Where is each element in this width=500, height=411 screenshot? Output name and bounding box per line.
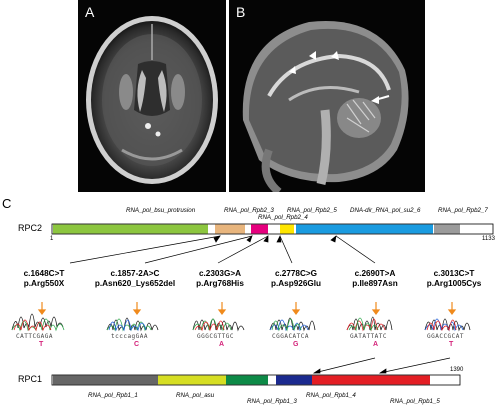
- mutation-5-protein: p.Ile897Asn: [352, 279, 398, 288]
- mutation-5-cdna: c.2690T>A: [354, 269, 396, 278]
- mutation-3-protein: p.Arg768His: [196, 279, 244, 288]
- mutation-arrows: [37, 302, 457, 315]
- panel-b-label: B: [236, 4, 246, 20]
- mutation-4-sequence: CGGACATCA: [272, 333, 310, 340]
- rpc1-domain-5: [312, 375, 430, 385]
- mutation-1-sequence: CATTCGAGA: [16, 333, 54, 340]
- rpc2-domain-label-6: RNA_pol_Rpb2_7: [438, 207, 488, 214]
- rpc1-domain-3: [226, 375, 268, 385]
- rpc2-end: 1133: [482, 236, 495, 242]
- rpc2-domain-label-5: DNA-dir_RNA_pol_su2_6: [350, 207, 421, 214]
- mri-axial-drawing: [86, 16, 218, 184]
- mri-sagittal-drawing: [242, 21, 409, 192]
- mutation-3-base: A: [219, 341, 225, 348]
- rpc2-bar: [51, 223, 494, 235]
- mutation-2-sequence: tcccagGAA: [111, 333, 149, 340]
- rpc1-domain-1: [53, 375, 158, 385]
- mutation-4-cdna: c.2778C>G: [274, 269, 318, 278]
- rpc1-domain-label-2: RNA_pol_asu: [176, 392, 215, 399]
- mutation-5-label: c.2690T>A p.Ile897Asn: [342, 269, 408, 289]
- rpc2-domain-6: [434, 224, 460, 234]
- rpc2-domain-1: [53, 224, 208, 234]
- mutation-3-cdna: c.2303G>A: [198, 269, 242, 278]
- rpc1-domain-label-5: RNA_pol_Rpb1_5: [390, 398, 440, 405]
- mutation-1-base: T: [39, 341, 44, 348]
- mutation-1-label: c.1648C>T p.Arg550X: [14, 269, 74, 289]
- mutation-5-sequence: GATATTATC: [350, 333, 388, 340]
- mutation-2-protein: p.Asn620_Lys652del: [94, 279, 176, 288]
- mutation-1-cdna: c.1648C>T: [23, 269, 65, 278]
- mutation-connectors: [69, 234, 451, 374]
- mutation-3-label: c.2303G>A p.Arg768His: [186, 269, 254, 289]
- mutation-1-protein: p.Arg550X: [23, 279, 65, 288]
- mutation-2-base: C: [134, 341, 140, 348]
- mri-axial-image: A: [78, 0, 226, 192]
- mutation-6-sequence: GGACCGCAT: [427, 333, 465, 340]
- mutation-3-sequence: GGGCGTTGC: [197, 333, 235, 340]
- rpc1-domain-label-3: RNA_pol_Rpb1_3: [247, 398, 297, 405]
- rpc2-label: RPC2: [18, 223, 43, 233]
- rpc1-domain-4: [276, 375, 312, 385]
- rpc2-domain-label-1: RNA_pol_bsu_protrusion: [126, 207, 196, 214]
- rpc1-domain-2: [158, 375, 226, 385]
- mutation-2-label: c.1857-2A>C p.Asn620_Lys652del: [92, 269, 178, 289]
- panel-a-label: A: [85, 4, 95, 20]
- panel-c-label: C: [2, 196, 12, 211]
- rpc2-domain-label-4: RNA_pol_Rpb2_5: [287, 207, 337, 214]
- mutation-6-base: T: [449, 341, 454, 348]
- mutation-4-base: G: [293, 341, 299, 348]
- rpc1-domain-label-4: RNA_pol_Rpb1_4: [306, 392, 356, 399]
- mutation-6-cdna: c.3013C>T: [433, 269, 475, 278]
- mutation-6-label: c.3013C>T p.Arg1005Cys: [416, 269, 492, 289]
- rpc2-domain-5: [296, 224, 433, 234]
- mutation-4-label: c.2778C>G p.Asp926Glu: [262, 269, 330, 289]
- mutation-2-cdna: c.1857-2A>C: [110, 269, 160, 278]
- mutation-6-protein: p.Arg1005Cys: [426, 279, 482, 288]
- rpc2-domain-3: [251, 224, 268, 234]
- rpc2-domain-label-2: RNA_pol_Rpb2_3: [224, 207, 274, 214]
- rpc2-start: 1: [50, 236, 54, 242]
- rpc2-domain-4: [280, 224, 294, 234]
- rpc1-end: 1390: [450, 367, 464, 373]
- rpc1-domain-label-1: RNA_pol_Rpb1_1: [88, 392, 138, 399]
- rpc2-domain-label-3: RNA_pol_Rpb2_4: [258, 214, 308, 221]
- rpc2-domain-2: [215, 224, 245, 234]
- mri-sagittal-image: B: [229, 0, 425, 192]
- mutation-5-base: A: [373, 341, 379, 348]
- mutation-4-protein: p.Asp926Glu: [270, 279, 322, 288]
- rpc1-label: RPC1: [18, 374, 43, 384]
- chromatogram-traces: [11, 313, 471, 332]
